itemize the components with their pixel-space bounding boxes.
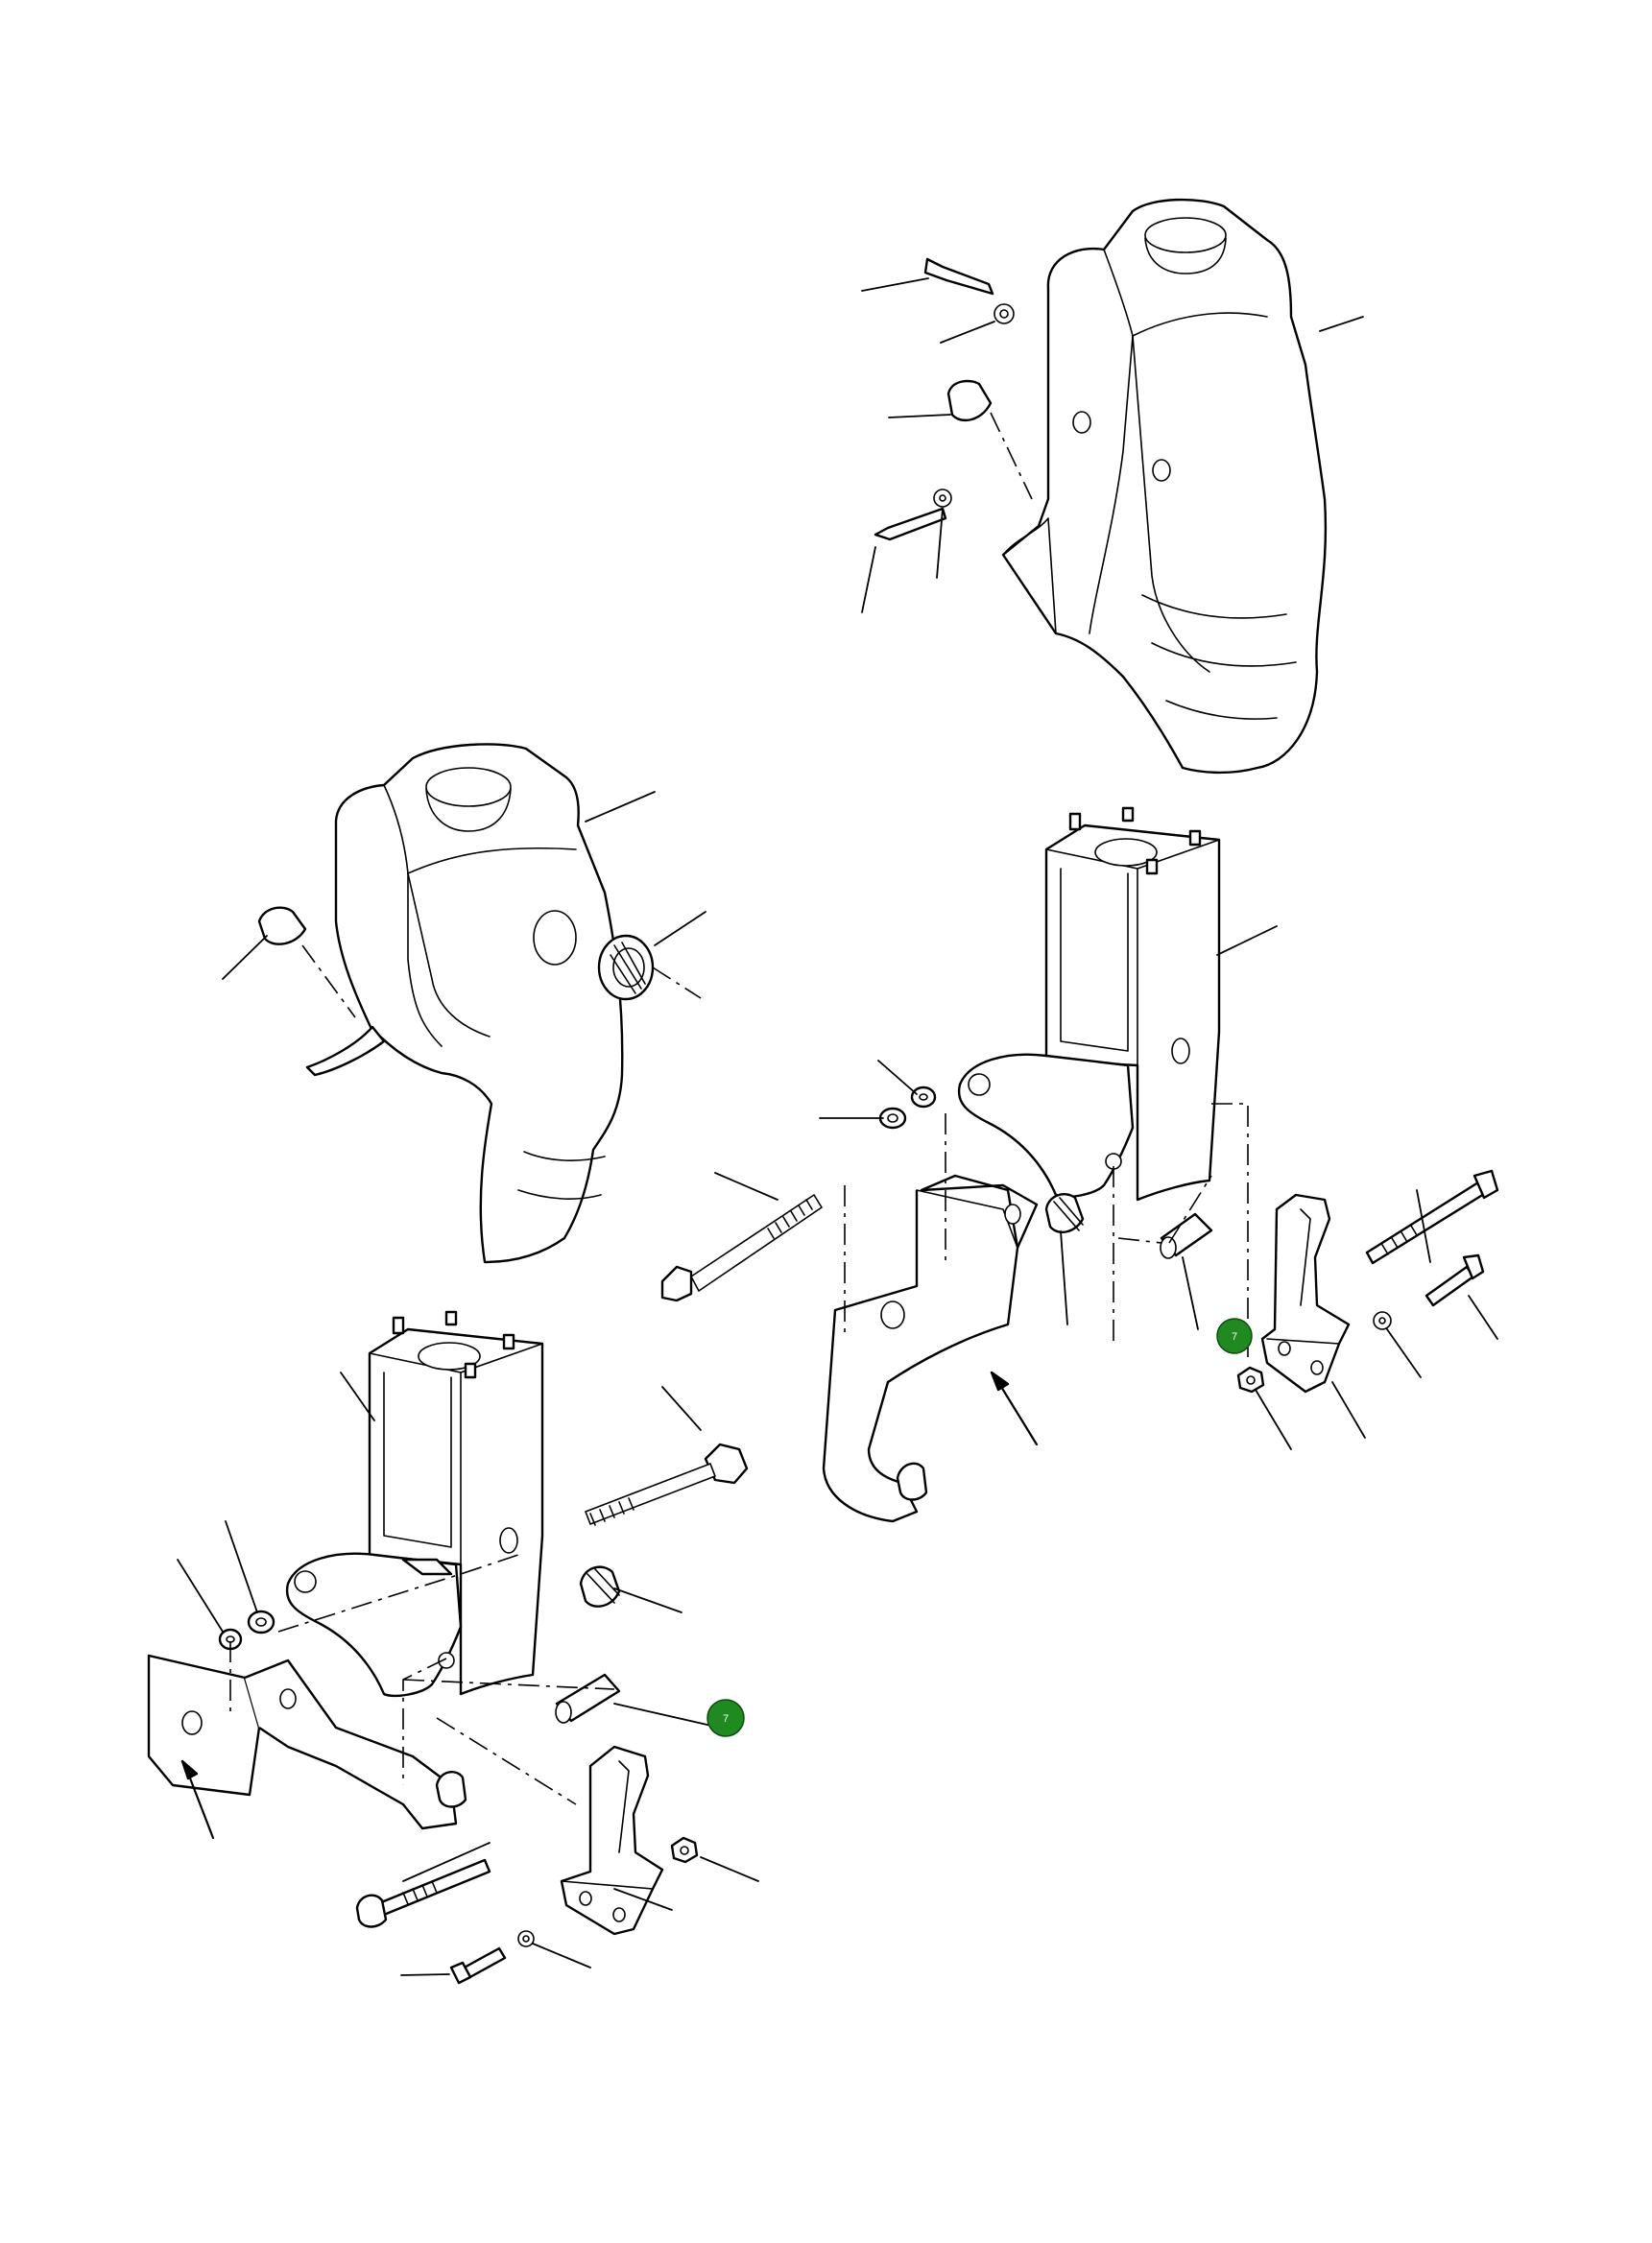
right-latch <box>1260 1193 1351 1394</box>
upper-shroud-assembly <box>861 198 1364 775</box>
upper-screw-1 <box>923 257 994 296</box>
callout-lower-label: 7 <box>723 1713 729 1725</box>
left-long-bolt <box>704 1443 749 1485</box>
callout-upper[interactable]: 7 <box>1216 1318 1253 1354</box>
upper-screw-2 <box>874 507 947 541</box>
callout-upper-label: 7 <box>1232 1331 1237 1343</box>
right-bracket-assembly <box>660 806 1499 1523</box>
left-bracket-assembly <box>147 1310 759 1985</box>
callout-upper-circle[interactable] <box>1216 1318 1253 1354</box>
upper-plug <box>946 379 993 422</box>
middle-plug <box>257 906 307 945</box>
middle-shroud-assembly <box>222 743 706 1264</box>
callout-lower[interactable]: 7 <box>706 1699 745 1737</box>
right-long-bolt <box>660 1265 693 1302</box>
callout-lower-circle[interactable] <box>706 1699 745 1737</box>
